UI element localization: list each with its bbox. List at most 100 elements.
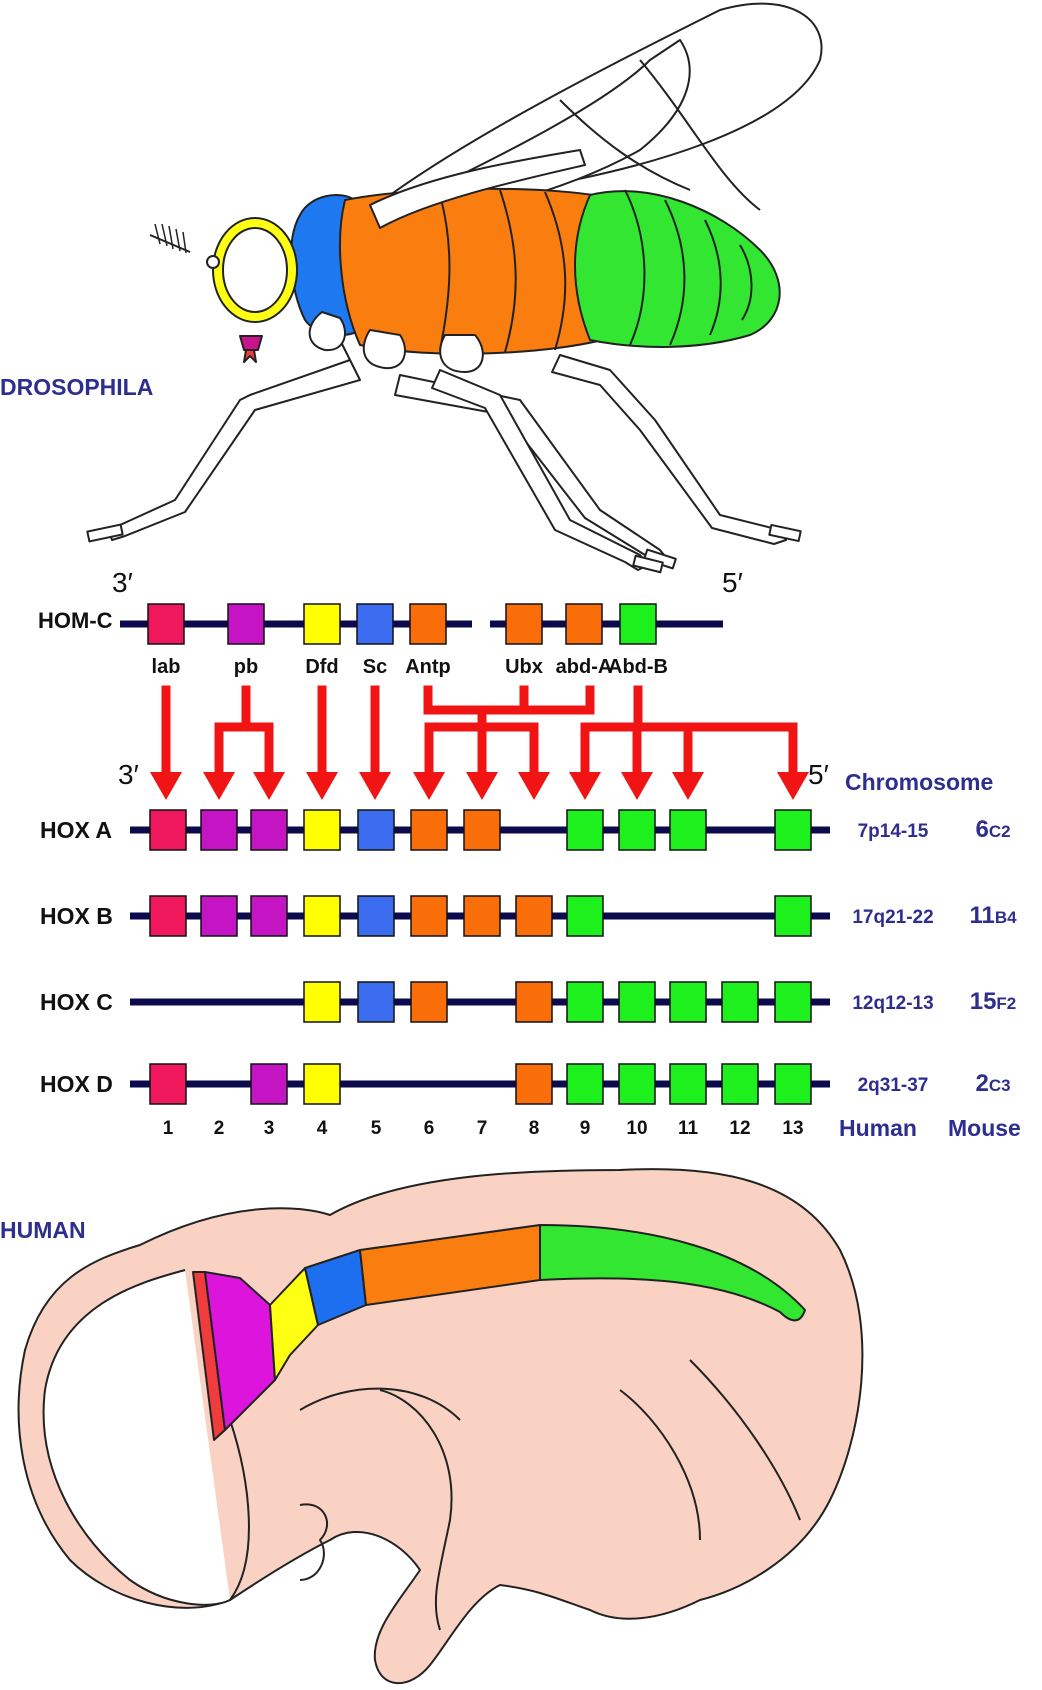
paralog-number-6: 6 — [424, 1118, 435, 1139]
arrow-head-6 — [413, 772, 445, 800]
hox-5prime-label: 5′ — [808, 759, 829, 790]
homc-label: HOM-C — [38, 608, 113, 633]
arrow-head-8 — [518, 772, 550, 800]
paralog-number-13: 13 — [782, 1118, 803, 1139]
homc-gene-label-antp: Antp — [405, 656, 451, 678]
hox-d-gene-12 — [721, 1063, 759, 1105]
hox-b-mouse-locus: 11B4 — [969, 902, 1017, 929]
homc-gene-label-lab: lab — [152, 656, 181, 678]
hox-a-gene-13 — [774, 809, 812, 851]
hox-a-gene-10 — [618, 809, 656, 851]
paralog-number-9: 9 — [580, 1118, 591, 1139]
homc-gene-label-abd-b: Abd-B — [608, 656, 668, 678]
hox-d-mouse-locus: 2C3 — [975, 1070, 1010, 1097]
hox-a-human-locus: 7p14-15 — [858, 821, 929, 842]
hox-b-gene-8 — [515, 895, 553, 937]
hox-d-label: HOX D — [40, 1071, 113, 1097]
hox-b-gene-6 — [410, 895, 448, 937]
arrow-head-7 — [466, 772, 498, 800]
hox-b-label: HOX B — [40, 903, 113, 929]
paralog-number-4: 4 — [317, 1118, 328, 1139]
mouse-column-header: Mouse — [948, 1115, 1021, 1141]
hox-d-gene-8 — [515, 1063, 553, 1105]
homc-gene-box-abd-b — [619, 603, 657, 645]
hox-b-gene-13 — [774, 895, 812, 937]
hox-a-gene-5 — [357, 809, 395, 851]
hox-a-mouse-locus: 6C2 — [975, 816, 1010, 843]
hox-d-human-locus: 2q31-37 — [858, 1075, 929, 1096]
chromosome-header: Chromosome — [845, 769, 993, 795]
hox-a-gene-7 — [463, 809, 501, 851]
arrow-head-13 — [777, 772, 809, 800]
hox-b-gene-9 — [566, 895, 604, 937]
homc-gene-label-abd-a: abd-A — [556, 656, 613, 678]
homc-gene-label-pb: pb — [234, 656, 258, 678]
hox-a-gene-1 — [149, 809, 187, 851]
hox-c-gene-11 — [669, 981, 707, 1023]
paralog-number-1: 1 — [163, 1118, 174, 1139]
paralog-number-12: 12 — [729, 1118, 750, 1139]
homc-gene-box-ubx — [505, 603, 543, 645]
hox-b-gene-2 — [200, 895, 238, 937]
hox-a-gene-3 — [250, 809, 288, 851]
homc-gene-box-sc — [356, 603, 394, 645]
hox-c-mouse-locus: 15F2 — [970, 988, 1017, 1015]
hox-c-gene-6 — [410, 981, 448, 1023]
hox-b-gene-4 — [303, 895, 341, 937]
hox-c-gene-13 — [774, 981, 812, 1023]
paralog-number-2: 2 — [214, 1118, 225, 1139]
arrow-head-3 — [253, 772, 285, 800]
hox-c-gene-5 — [357, 981, 395, 1023]
hox-d-gene-4 — [303, 1063, 341, 1105]
homc-gene-box-dfd — [303, 603, 341, 645]
drosophila-illustration — [86, 2, 823, 574]
arrow-head-1 — [150, 772, 182, 800]
paralog-number-3: 3 — [264, 1118, 275, 1139]
hox-b-gene-7 — [463, 895, 501, 937]
homc-3prime-label: 3′ — [112, 567, 133, 598]
drosophila-label: DROSOPHILA — [0, 374, 153, 400]
paralog-number-5: 5 — [371, 1118, 382, 1139]
human-column-header: Human — [839, 1115, 917, 1141]
hox-b-gene-1 — [149, 895, 187, 937]
homc-gene-label-ubx: Ubx — [505, 656, 543, 678]
homc-5prime-label: 5′ — [722, 567, 743, 598]
hox-a-gene-4 — [303, 809, 341, 851]
hox-c-gene-8 — [515, 981, 553, 1023]
hox-a-label: HOX A — [40, 817, 112, 843]
hox-d-gene-11 — [669, 1063, 707, 1105]
arrow-head-11 — [672, 772, 704, 800]
homc-gene-box-lab — [147, 603, 185, 645]
homc-gene-box-pb — [227, 603, 265, 645]
hox-c-human-locus: 12q12-13 — [852, 993, 933, 1014]
arrow-head-9 — [569, 772, 601, 800]
hox-b-gene-3 — [250, 895, 288, 937]
hox-cluster-diagram: 3′ 5′ HOM-C 3′ 5′ Chromosome Human Mouse… — [38, 567, 1021, 1141]
arrow-head-2 — [203, 772, 235, 800]
hox-3prime-label: 3′ — [118, 759, 139, 790]
hox-d-gene-10 — [618, 1063, 656, 1105]
arrow-head-10 — [621, 772, 653, 800]
hox-a-gene-2 — [200, 809, 238, 851]
human-embryo-illustration — [17, 1168, 864, 1685]
arrow-head-5 — [359, 772, 391, 800]
hox-d-gene-9 — [566, 1063, 604, 1105]
paralog-number-11: 11 — [678, 1118, 699, 1139]
hox-c-gene-12 — [721, 981, 759, 1023]
homc-gene-label-sc: Sc — [363, 656, 387, 678]
paralog-number-10: 10 — [626, 1118, 647, 1139]
hox-a-gene-6 — [410, 809, 448, 851]
hox-a-gene-9 — [566, 809, 604, 851]
human-label: HUMAN — [0, 1217, 86, 1243]
hox-b-human-locus: 17q21-22 — [852, 907, 933, 928]
hox-d-gene-1 — [149, 1063, 187, 1105]
hox-c-gene-9 — [566, 981, 604, 1023]
paralog-number-7: 7 — [477, 1118, 488, 1139]
hox-c-gene-4 — [303, 981, 341, 1023]
hox-c-gene-10 — [618, 981, 656, 1023]
homc-gene-box-abd-a — [565, 603, 603, 645]
paralog-number-8: 8 — [529, 1118, 540, 1139]
hox-b-gene-5 — [357, 895, 395, 937]
hox-d-gene-3 — [250, 1063, 288, 1105]
